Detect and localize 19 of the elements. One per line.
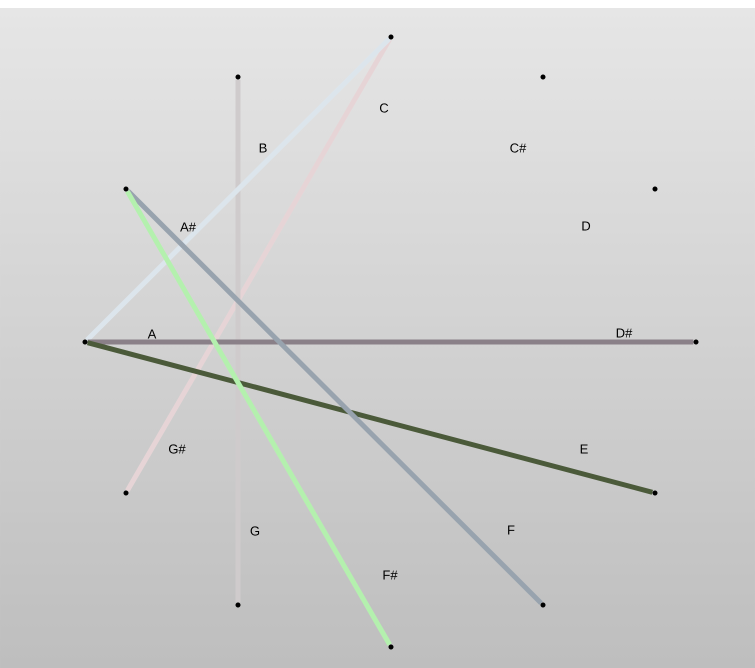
line bbox=[125, 190, 392, 646]
note-label: C bbox=[380, 103, 388, 113]
note-label: F# bbox=[383, 570, 398, 580]
note-label: D bbox=[582, 222, 590, 230]
note-label: C# bbox=[510, 143, 526, 153]
note-label: E bbox=[580, 444, 588, 454]
line bbox=[86, 340, 654, 495]
line bbox=[236, 80, 240, 602]
line bbox=[85, 37, 391, 342]
note-label: G bbox=[250, 526, 260, 536]
line bbox=[88, 340, 694, 344]
line bbox=[126, 189, 543, 605]
line bbox=[125, 38, 392, 492]
note-label: D# bbox=[616, 328, 632, 338]
note-label: A bbox=[148, 330, 156, 338]
note-label: G# bbox=[169, 444, 186, 454]
note-label: A# bbox=[180, 222, 196, 232]
note-label: B bbox=[260, 144, 267, 152]
note-label: F bbox=[508, 526, 514, 534]
